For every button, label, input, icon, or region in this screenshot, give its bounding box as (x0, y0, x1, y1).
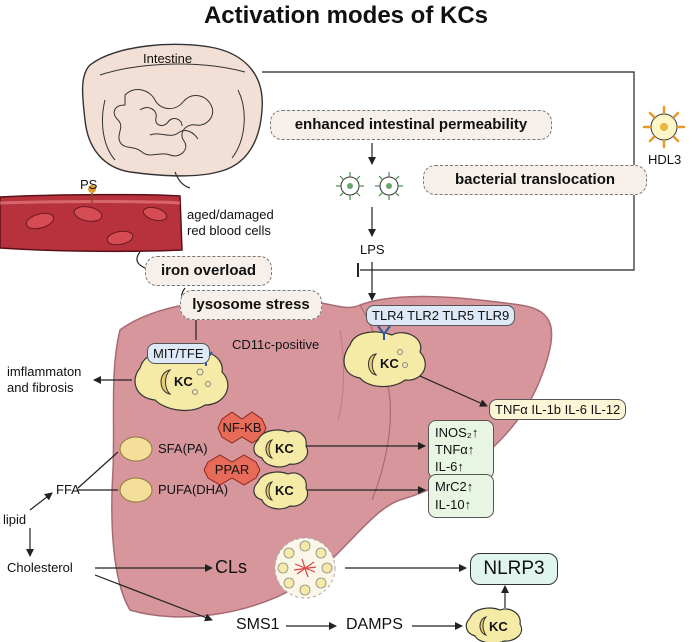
kc-label-mit: KC (174, 374, 193, 389)
rbc-label-line1: aged/damaged (187, 207, 274, 222)
cholesterol-label: Cholesterol (7, 560, 73, 575)
cls-particle-icon (274, 537, 336, 599)
kc-label-damps: KC (489, 619, 508, 634)
inflammation-label-line2: and fibrosis (7, 380, 74, 395)
sms1-label: SMS1 (236, 616, 280, 633)
m2-output-item: MrC2↑ (435, 479, 474, 494)
ps-label: PS (80, 177, 98, 192)
kc-cell-damps (465, 607, 523, 642)
kc-label-tlr: KC (380, 356, 399, 371)
kc-cell-tlr (343, 325, 426, 388)
cytokines-box: TNFα IL-1b IL-6 IL-12 (489, 399, 627, 420)
ffa-label: FFA (56, 482, 80, 497)
intestine-label: Intestine (143, 51, 193, 66)
kc-label-pufa: KC (275, 483, 294, 498)
kc-cell-pufa (253, 471, 309, 510)
ppar-label: PPAR (214, 462, 250, 477)
m1-output-box: INOS₂↑ TNFα↑ IL-6↑ (428, 420, 494, 479)
diagram-title: Activation modes of KCs (203, 2, 489, 29)
pufa-droplet-icon (119, 477, 153, 503)
bacterial-translocation-box: bacterial translocation (423, 165, 647, 195)
permeability-box: enhanced intestinal permeability (270, 110, 552, 140)
inflammation-label-line1: imflammaton (7, 364, 82, 379)
hdl3-particle-icon (642, 105, 686, 149)
nlrp3-box: NLRP3 (470, 553, 558, 585)
kc-label-sfa: KC (275, 441, 294, 456)
intestine-icon (81, 43, 263, 189)
damps-label: DAMPS (346, 616, 403, 633)
m1-output-item: IL-6↑ (435, 459, 464, 474)
m1-output-item: INOS₂↑ (435, 425, 479, 440)
mit-tfe-box: MIT/TFE (147, 343, 210, 364)
sfa-label: SFA(PA) (158, 441, 208, 456)
lps-label: LPS (360, 242, 385, 257)
lipid-label: lipid (3, 512, 27, 527)
m2-output-item: IL-10↑ (435, 497, 472, 512)
m1-output-item: TNFα↑ (435, 442, 475, 457)
kc-cell-sfa (253, 429, 309, 468)
blood-vessel (0, 185, 183, 253)
m2-output-box: MrC2↑ IL-10↑ (428, 474, 494, 518)
cls-label: CLs (215, 557, 248, 577)
pufa-label: PUFA(DHA) (158, 482, 229, 497)
cd11c-label: CD11c-positive (232, 337, 320, 352)
iron-overload-box: iron overload (145, 256, 272, 286)
lysosome-stress-box: lysosome stress (180, 290, 322, 320)
nfkb-label: NF-KB (222, 420, 262, 435)
arrows (26, 71, 635, 630)
sfa-droplet-icon (119, 436, 153, 462)
hdl3-label: HDL3 (648, 152, 682, 167)
tlr-box: TLR4 TLR2 TLR5 TLR9 (366, 305, 516, 326)
ppar-star-shape (203, 454, 261, 486)
rbc-label-line2: red blood cells (187, 223, 271, 238)
bacteria-icon (336, 172, 403, 200)
